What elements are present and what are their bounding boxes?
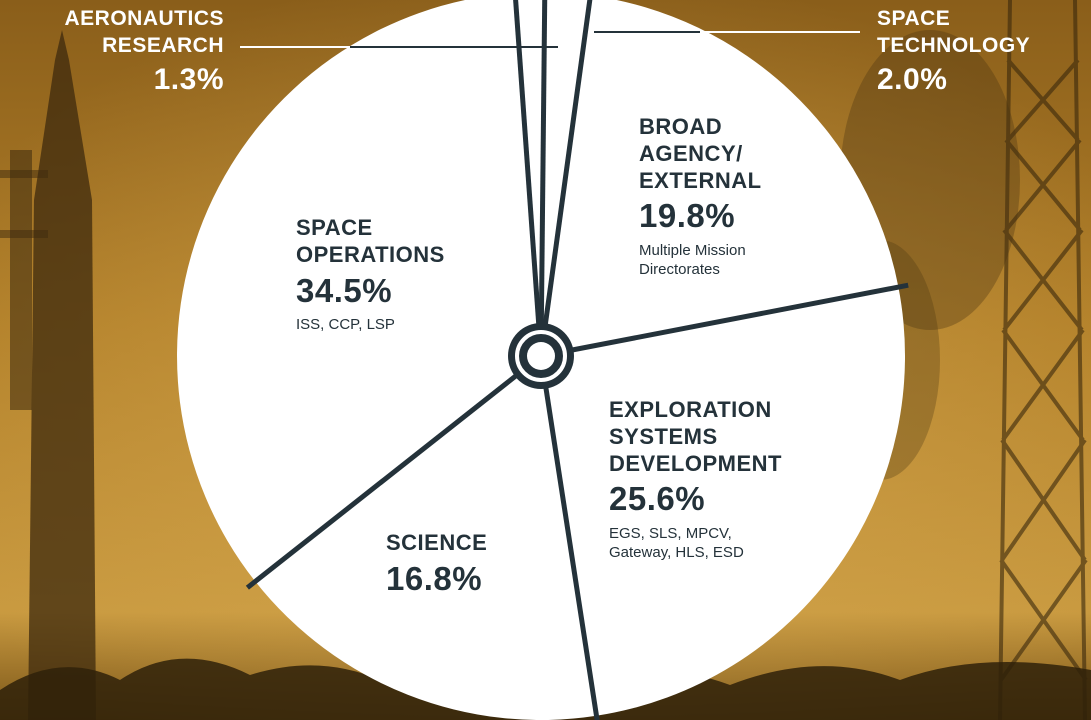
slice-name: SCIENCE: [386, 530, 488, 555]
slice-percent: 16.8%: [386, 559, 483, 597]
label-aeronautics-research: AERONAUTICS RESEARCH 1.3%: [20, 5, 224, 99]
slice-subtext: EGS, SLS, MPCV, Gateway, HLS, ESD: [609, 524, 744, 562]
slice-subtext: ISS, CCP, LSP: [296, 315, 395, 333]
pie-slice-space-operations: [177, 0, 541, 582]
slice-name: AERONAUTICS RESEARCH: [64, 7, 224, 58]
label-broad-agency: BROAD AGENCY/ EXTERNAL 19.8% Multiple Mi…: [639, 114, 762, 280]
slice-name: SPACE OPERATIONS: [296, 215, 445, 267]
slice-divider: [513, 0, 544, 357]
label-space-technology: SPACE TECHNOLOGY 2.0%: [877, 5, 1030, 99]
slice-percent: 34.5%: [296, 271, 393, 309]
pie-slice-science: [255, 356, 597, 720]
slice-divider: [538, 355, 600, 720]
pie-slice-broad-agency-external: [541, 0, 899, 356]
slice-name: EXPLORATION SYSTEMS DEVELOPMENT: [609, 397, 782, 476]
center-hub-core: [527, 342, 555, 370]
slice-divider: [245, 354, 543, 590]
center-hub-ring: [515, 330, 567, 382]
slice-percent: 19.8%: [639, 197, 736, 235]
slice-percent: 25.6%: [609, 480, 706, 518]
slice-name: SPACE TECHNOLOGY: [877, 7, 1031, 58]
slice-name: BROAD AGENCY/ EXTERNAL: [639, 114, 762, 193]
label-space-operations: SPACE OPERATIONS 34.5% ISS, CCP, LSP: [296, 215, 445, 334]
slice-percent: 1.3%: [153, 62, 224, 96]
slice-percent: 2.0%: [877, 62, 948, 96]
pie-slice-exploration-systems-development: [541, 287, 906, 716]
slice-divider: [538, 0, 548, 357]
label-science: SCIENCE 16.8%: [386, 530, 487, 599]
label-exploration-systems: EXPLORATION SYSTEMS DEVELOPMENT 25.6% EG…: [609, 397, 782, 563]
slice-subtext: Multiple Mission Directorates: [639, 241, 746, 279]
slice-divider: [538, 0, 593, 357]
slice-divider: [540, 282, 909, 359]
